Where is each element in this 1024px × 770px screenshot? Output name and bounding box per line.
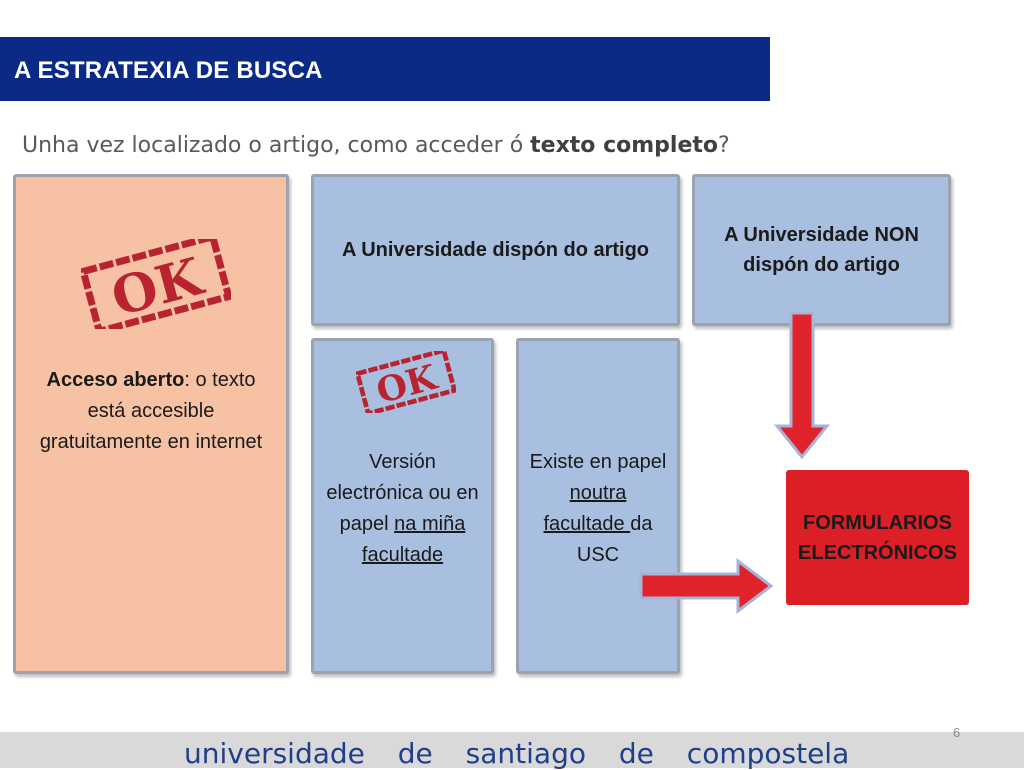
other-faculty-box: Existe en papel noutra facultade da USC bbox=[516, 338, 680, 674]
my-faculty-text: Versión electrónica ou en papel na miña … bbox=[314, 447, 491, 571]
open-access-bold: Acceso aberto bbox=[46, 369, 185, 391]
electronic-forms-box: FORMULARIOS ELECTRÓNICOS bbox=[786, 470, 969, 605]
open-access-rest: : o texto está accesible gratuitamente e… bbox=[39, 369, 263, 453]
no-article-label: A Universidade NON dispón do artigo bbox=[724, 224, 919, 276]
ok-stamp-small-icon: OK bbox=[356, 351, 456, 413]
down-arrow-icon bbox=[773, 311, 831, 460]
open-access-box: OK Acceso aberto: o texto está accesible… bbox=[13, 174, 289, 674]
subtitle-prefix: Unha vez localizado o artigo, como acced… bbox=[22, 133, 531, 158]
other-faculty-underlined: noutra facultade bbox=[543, 482, 631, 535]
page-number: 6 bbox=[953, 725, 961, 740]
has-article-box: A Universidade dispón do artigo bbox=[311, 174, 680, 326]
footer-bar: universidade de santiago de compostela bbox=[0, 732, 1024, 770]
my-faculty-plain: Versión electrónica ou en papel bbox=[326, 451, 479, 535]
other-faculty-plain2: da USC bbox=[576, 513, 653, 566]
no-article-box: A Universidade NON dispón do artigo bbox=[692, 174, 951, 326]
footer-university-name: universidade de santiago de compostela bbox=[184, 737, 850, 770]
slide-title: A ESTRATEXIA DE BUSCA bbox=[14, 57, 323, 84]
subtitle: Unha vez localizado o artigo, como acced… bbox=[22, 133, 730, 158]
electronic-forms-label: FORMULARIOS ELECTRÓNICOS bbox=[798, 511, 957, 564]
subtitle-suffix: ? bbox=[718, 133, 730, 158]
open-access-text: Acceso aberto: o texto está accesible gr… bbox=[16, 365, 286, 458]
subtitle-bold: texto completo bbox=[530, 133, 718, 158]
title-bar: A ESTRATEXIA DE BUSCA bbox=[0, 37, 770, 101]
other-faculty-text: Existe en papel noutra facultade da USC bbox=[519, 447, 677, 571]
has-article-label: A Universidade dispón do artigo bbox=[341, 239, 650, 261]
other-faculty-plain1: Existe en papel bbox=[529, 451, 667, 473]
my-faculty-box: OK Versión electrónica ou en papel na mi… bbox=[311, 338, 494, 674]
my-faculty-underlined: na miña facultade bbox=[361, 513, 466, 566]
ok-stamp-icon: OK bbox=[81, 239, 231, 329]
right-arrow-icon bbox=[639, 558, 774, 614]
